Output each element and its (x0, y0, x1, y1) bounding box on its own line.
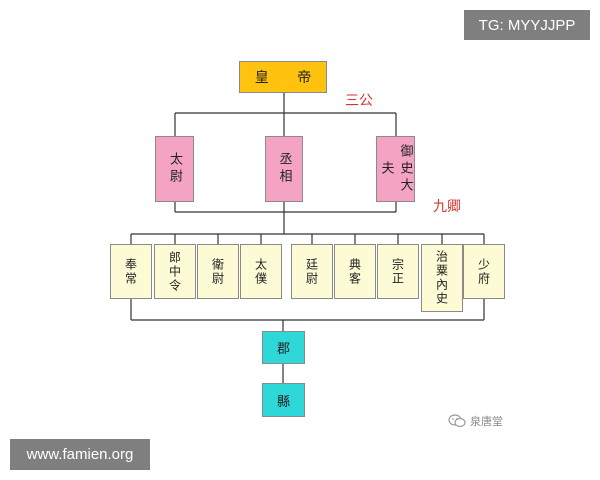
watermark-bottom: www.famien.org (10, 439, 150, 470)
jiu-qing-box-weiwei: 衛尉 (197, 244, 239, 299)
brand-label: 泉唐堂 (470, 415, 503, 428)
jiu-qing-box-langzhongling: 郎中令 (154, 244, 196, 299)
jiu-qing-box-tingwei: 廷尉 (291, 244, 333, 299)
jiu-qing-box-zhisu-neishi: 治粟內史 (421, 244, 463, 312)
jiu-qing-label: 九卿 (433, 199, 461, 215)
watermark-top: TG: MYYJJPP (464, 10, 590, 40)
county-box: 縣 (262, 383, 305, 417)
wechat-icon (448, 414, 466, 428)
brand-mark: 泉唐堂 (448, 412, 503, 430)
jiu-qing-box-dianke: 典客 (334, 244, 376, 299)
san-gong-box-yushi-dafu: 御史大夫 (376, 136, 415, 202)
jiu-qing-box-fengchang: 奉常 (110, 244, 152, 299)
san-gong-box-chengxiang: 丞相 (265, 136, 303, 202)
jiu-qing-box-taipu: 太僕 (240, 244, 282, 299)
emperor-box: 皇 帝 (239, 61, 327, 93)
jiu-qing-box-zongzheng: 宗正 (377, 244, 419, 299)
san-gong-label: 三公 (345, 93, 373, 109)
jiu-qing-box-shaofu: 少府 (463, 244, 505, 299)
commandery-box: 郡 (262, 331, 305, 364)
san-gong-box-taiwei: 太尉 (155, 136, 194, 202)
